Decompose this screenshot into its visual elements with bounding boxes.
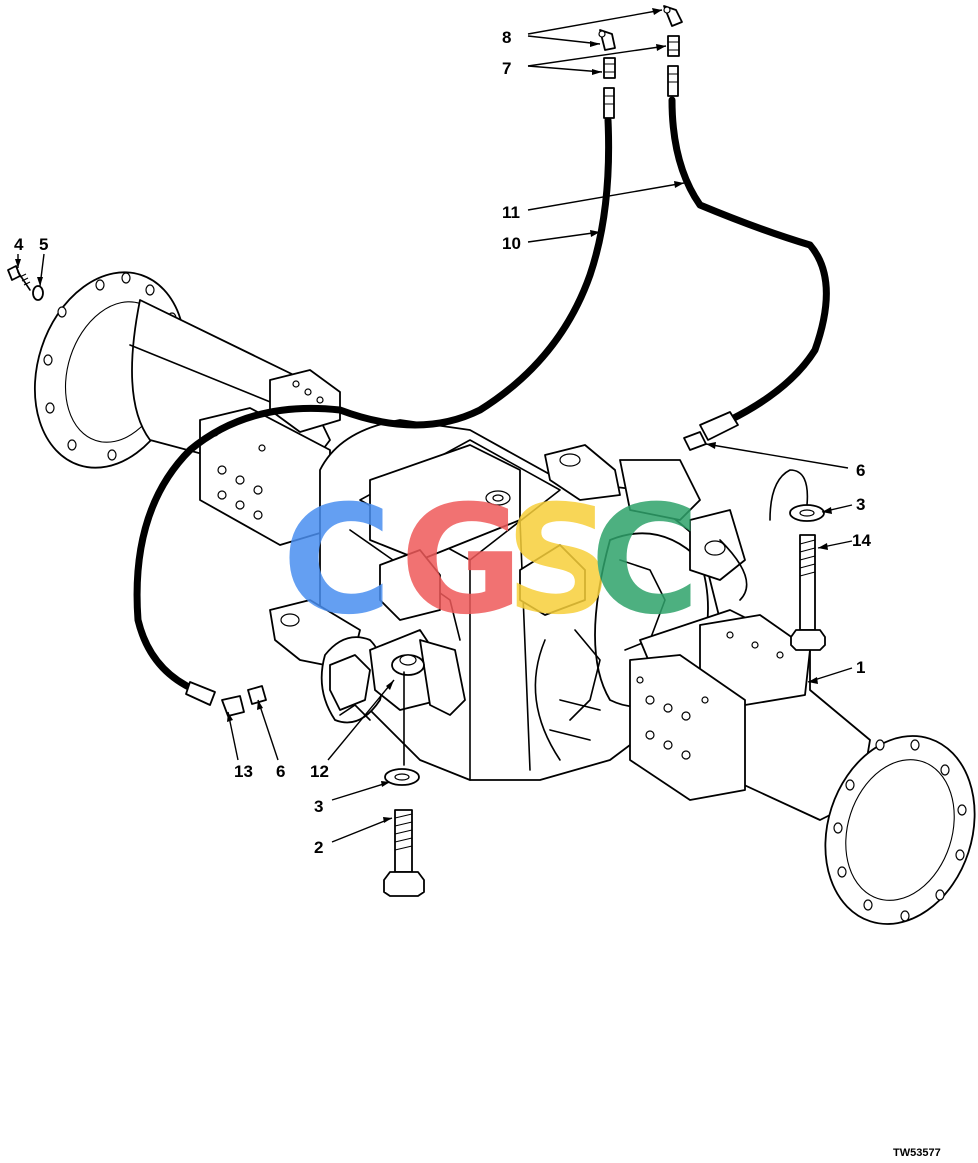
bolt-4-washer-5 xyxy=(7,265,44,301)
hose-10 xyxy=(133,116,613,694)
bolt-14-washer-3-upper xyxy=(719,469,826,651)
callout-1: 1 xyxy=(856,658,865,677)
callout-2: 2 xyxy=(314,838,323,857)
upper-fittings xyxy=(598,5,683,119)
callout-6-right: 6 xyxy=(856,461,865,480)
leader-arrowheads xyxy=(15,8,832,823)
left-axle-tube xyxy=(129,299,341,546)
callout-5: 5 xyxy=(39,235,48,254)
figure-id: TW53577 xyxy=(893,1147,941,1158)
watermark-letter-g: G xyxy=(400,474,523,648)
lower-hose-fittings xyxy=(185,681,267,717)
callout-13: 13 xyxy=(234,762,253,781)
callout-6-lower: 6 xyxy=(276,762,285,781)
callout-labels: 8 7 11 10 4 5 6 3 14 1 13 6 12 3 2 xyxy=(14,28,871,857)
right-axle-tube xyxy=(629,609,871,821)
watermark-letter-s: S xyxy=(505,474,613,648)
watermark-letter-c2: C xyxy=(590,474,700,648)
callout-3-lower: 3 xyxy=(314,797,323,816)
callout-11: 11 xyxy=(502,203,520,222)
hose-11 xyxy=(668,96,830,424)
bolt-2-washer-3-lower xyxy=(383,671,425,897)
callout-4: 4 xyxy=(14,235,24,254)
right-axle-flange xyxy=(824,735,976,925)
callout-10: 10 xyxy=(502,234,521,253)
cgsc-watermark: C G S C xyxy=(282,474,700,648)
differential-housing xyxy=(269,419,746,781)
callout-7: 7 xyxy=(502,59,511,78)
watermark-letter-c1: C xyxy=(282,474,392,648)
callout-3-upper: 3 xyxy=(856,495,865,514)
callout-12: 12 xyxy=(310,762,329,781)
callout-14: 14 xyxy=(852,531,871,550)
callout-8: 8 xyxy=(502,28,511,47)
